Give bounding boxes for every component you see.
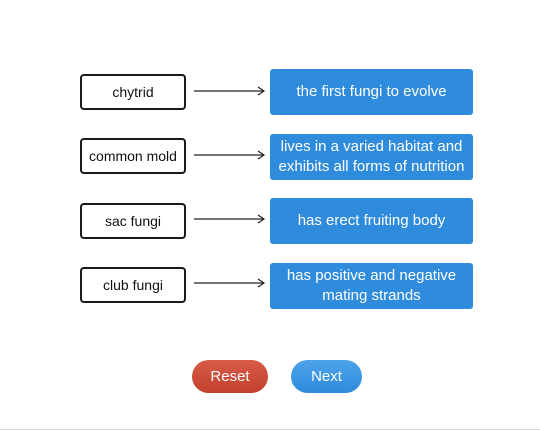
definition-card-2[interactable]: lives in a varied habitat and exhibits a…	[270, 134, 473, 180]
term-club-fungi: club fungi	[80, 267, 186, 303]
term-label: common mold	[89, 148, 177, 164]
term-label: club fungi	[103, 277, 163, 293]
reset-button[interactable]: Reset	[192, 360, 268, 393]
definition-card-4[interactable]: has positive and negative mating strands	[270, 263, 473, 309]
term-sac-fungi: sac fungi	[80, 203, 186, 239]
bottom-divider	[0, 429, 540, 430]
arrow-right-icon	[194, 86, 266, 96]
term-chytrid: chytrid	[80, 74, 186, 110]
definition-card-1[interactable]: the first fungi to evolve	[270, 69, 473, 115]
term-common-mold: common mold	[80, 138, 186, 174]
term-label: chytrid	[112, 84, 154, 100]
definition-card-3[interactable]: has erect fruiting body	[270, 198, 473, 244]
definition-text: has positive and negative mating strands	[286, 267, 457, 304]
arrow-right-icon	[194, 278, 266, 288]
definition-text: lives in a varied habitat and exhibits a…	[278, 138, 465, 175]
definition-text: has erect fruiting body	[297, 212, 446, 229]
arrow-right-icon	[194, 150, 266, 160]
definition-text: the first fungi to evolve	[296, 83, 447, 100]
next-button[interactable]: Next	[291, 360, 362, 393]
term-label: sac fungi	[104, 213, 162, 229]
arrow-right-icon	[194, 214, 266, 224]
